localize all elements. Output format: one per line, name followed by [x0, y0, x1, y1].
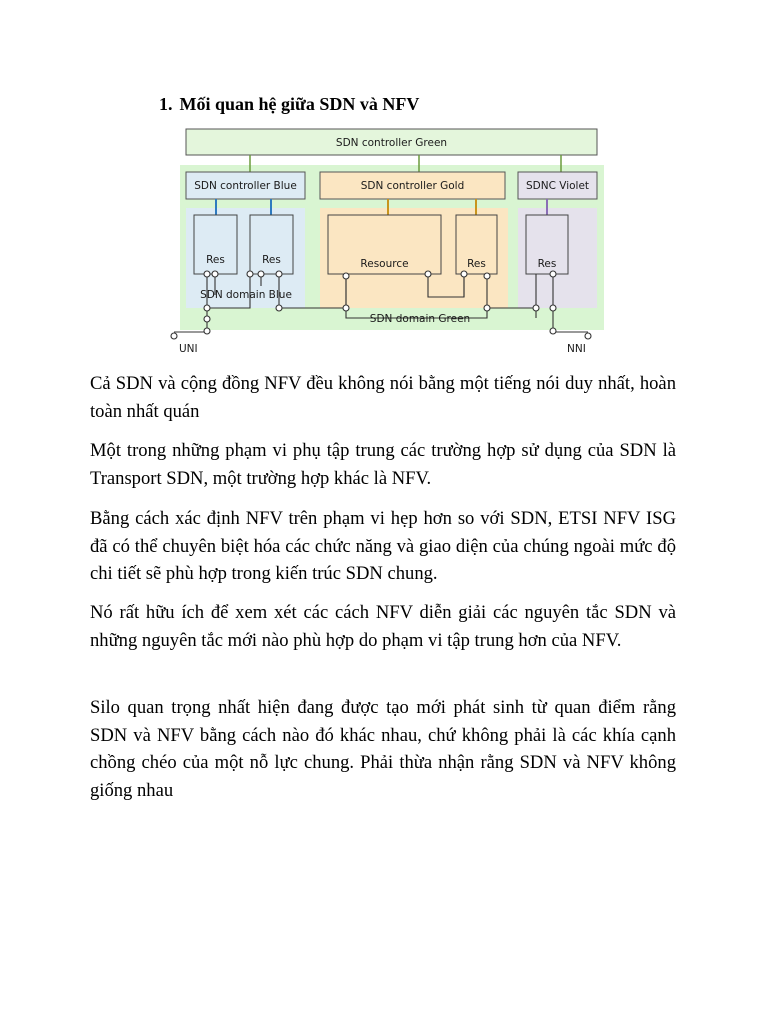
res-box-blue-1	[193, 214, 238, 275]
res-gold-label: Res	[467, 258, 486, 270]
resource-gold-label: Resource	[360, 258, 408, 270]
section-number: 1.	[159, 94, 173, 114]
uni-label: UNI	[179, 343, 198, 355]
sdn-nfv-diagram: SDN controller Green SDN controller Blue…	[168, 126, 608, 358]
controller-violet-label: SDNC Violet	[526, 180, 589, 192]
domain-green-label: SDN domain Green	[370, 313, 470, 325]
res-blue-2-label: Res	[262, 254, 281, 266]
nni-label: NNI	[567, 343, 586, 355]
paragraph-3: Bằng cách xác định NFV trên phạm vi hẹp …	[90, 508, 676, 584]
section-title: Mối quan hệ giữa SDN và NFV	[179, 94, 420, 114]
resource-box-gold	[327, 214, 442, 275]
section-heading: 1. Mối quan hệ giữa SDN và NFV	[159, 94, 419, 115]
domain-blue-label: SDN domain Blue	[200, 289, 292, 301]
res-box-gold	[455, 214, 498, 275]
res-violet-label: Res	[538, 258, 557, 270]
controller-blue-box	[185, 171, 306, 200]
paragraph-5: Silo quan trọng nhất hiện đang được tạo …	[90, 697, 676, 801]
res-box-violet	[525, 214, 569, 275]
controller-green-box	[185, 128, 598, 156]
controller-blue-label: SDN controller Blue	[194, 180, 297, 192]
paragraph-4: Nó rất hữu ích để xem xét các cách NFV d…	[90, 602, 676, 651]
controller-gold-label: SDN controller Gold	[361, 180, 465, 192]
controller-gold-box	[319, 171, 506, 200]
controller-green-label: SDN controller Green	[336, 137, 447, 149]
paragraph-1: Cả SDN và cộng đồng NFV đều không nói bằ…	[90, 373, 676, 422]
res-box-blue-2	[249, 214, 294, 275]
controller-violet-box	[517, 171, 598, 200]
connection-nodes	[170, 270, 592, 340]
paragraph-2: Một trong những phạm vi phụ tập trung cá…	[90, 440, 676, 489]
res-blue-1-label: Res	[206, 254, 225, 266]
